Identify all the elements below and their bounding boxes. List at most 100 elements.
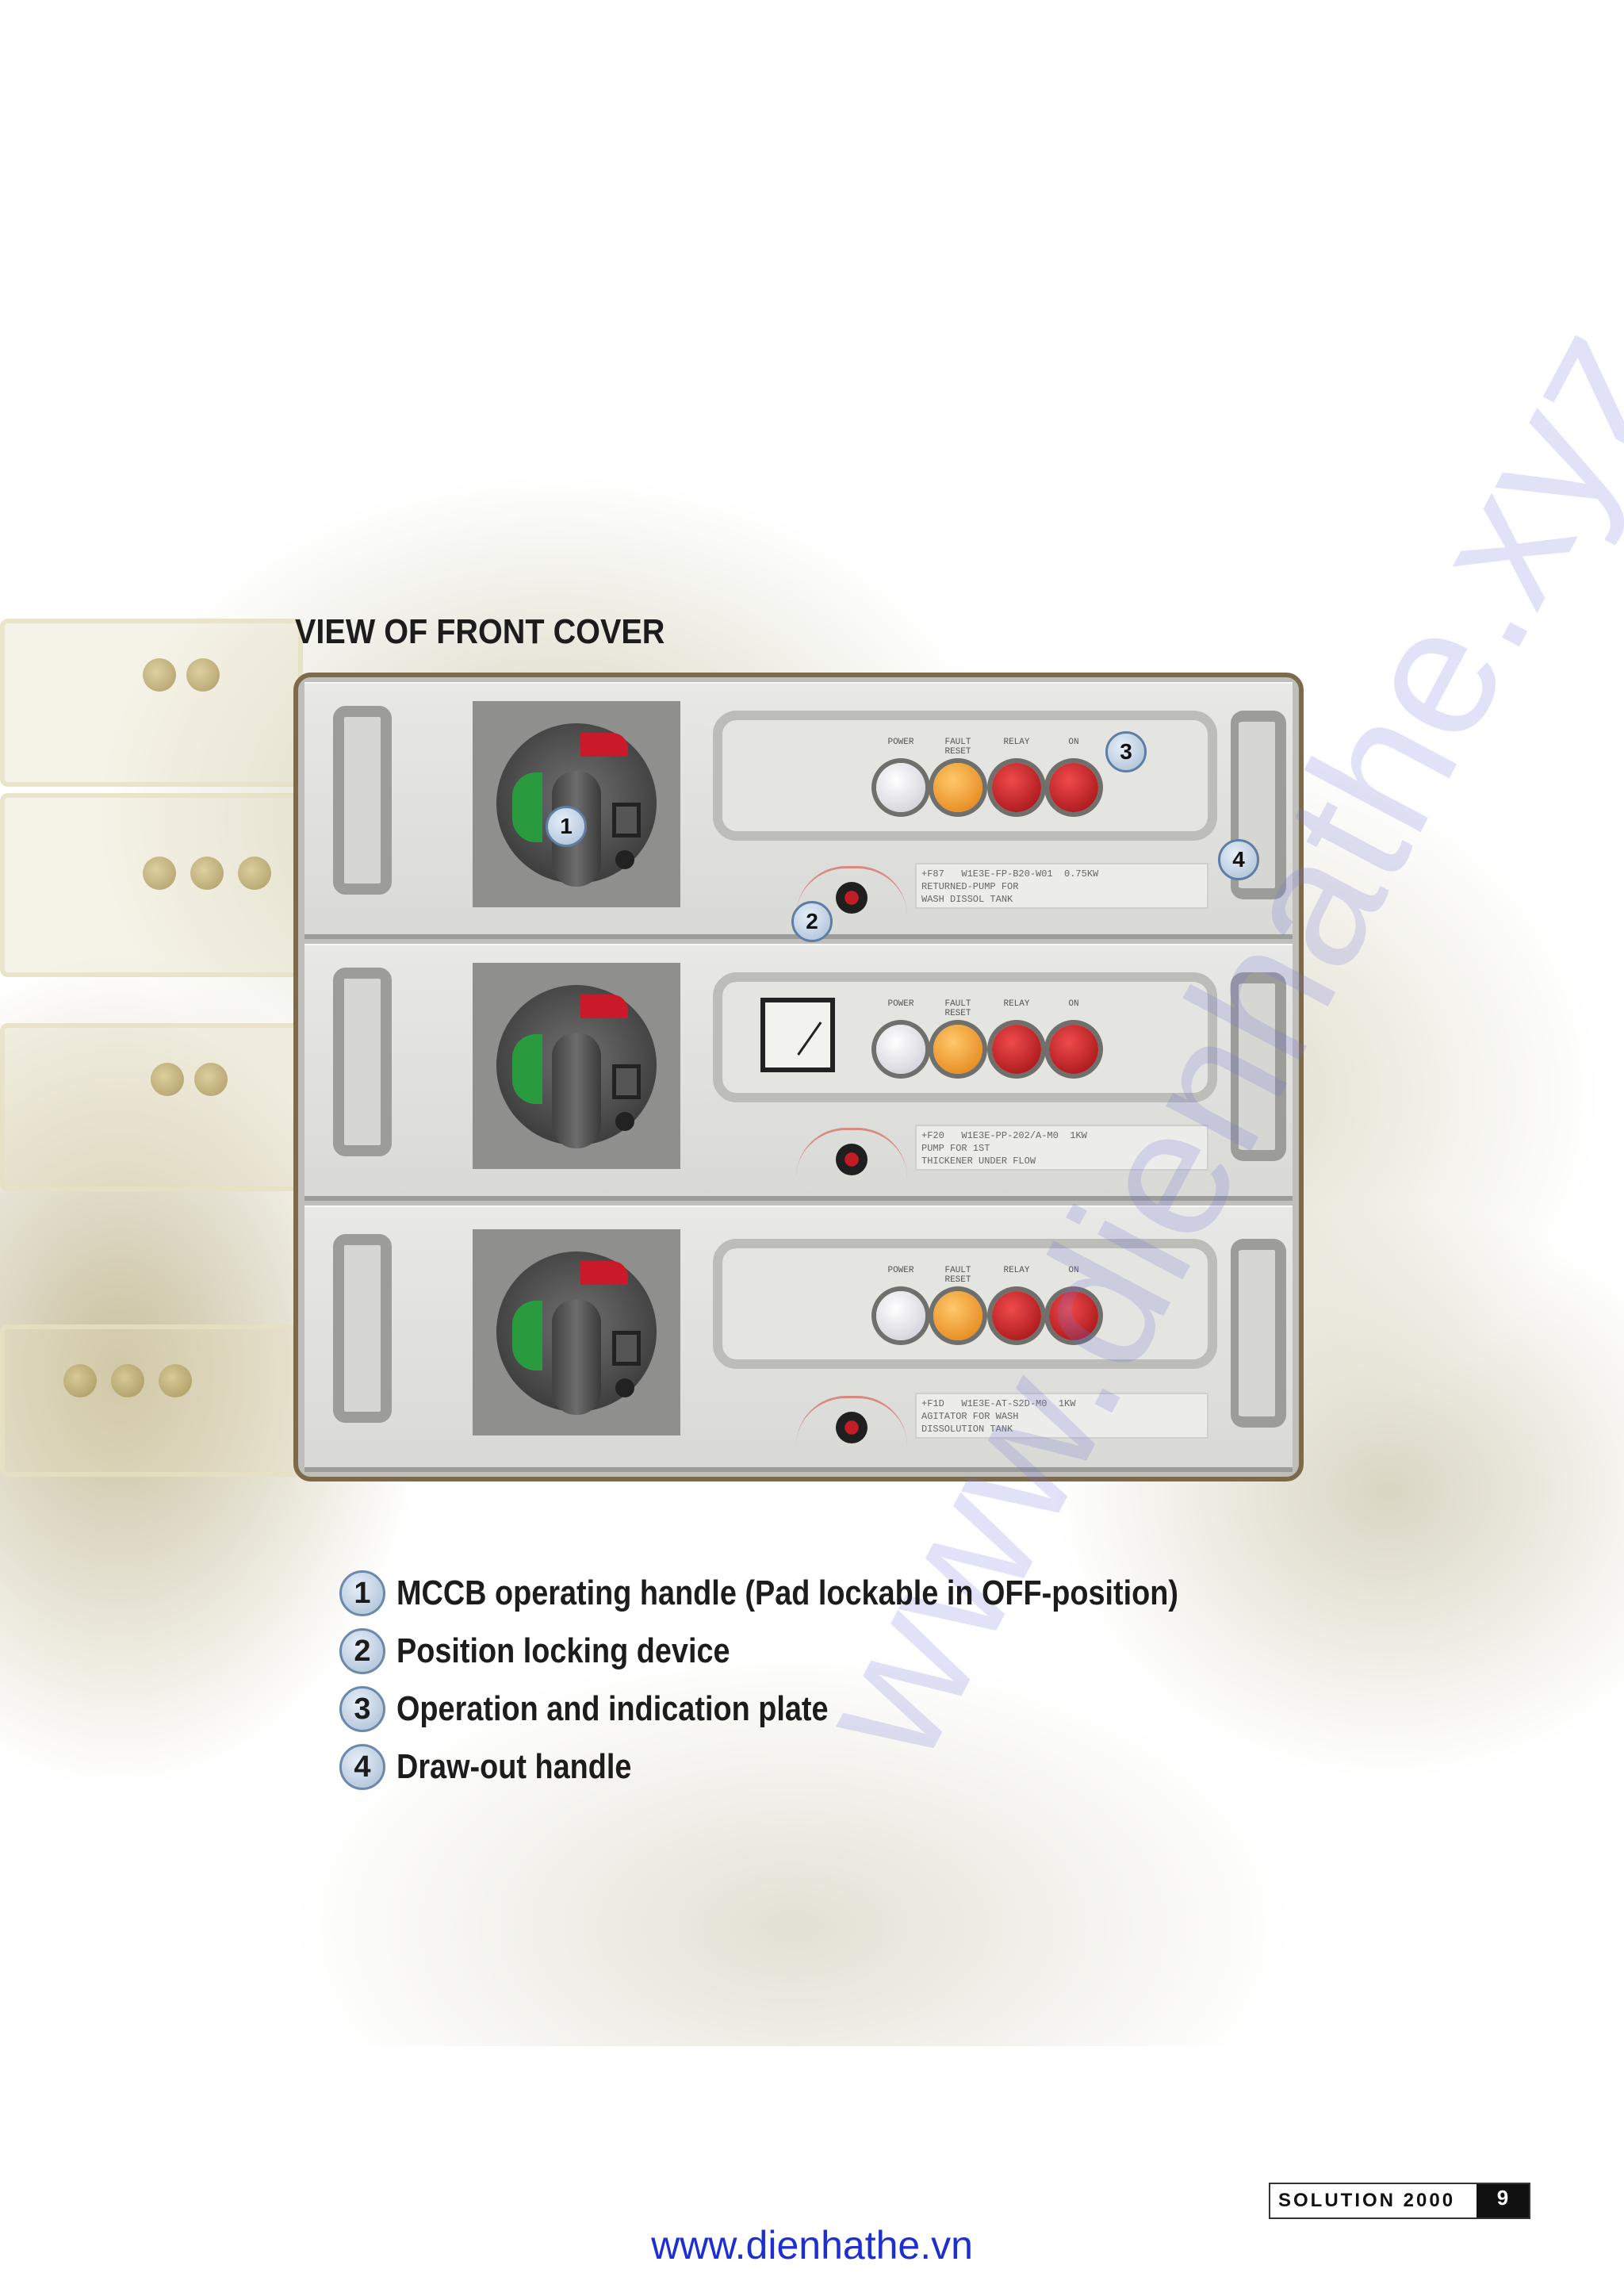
callout-1: 1 xyxy=(546,806,587,847)
relay-lamp xyxy=(992,1025,1041,1074)
padlock-slot xyxy=(612,1064,641,1099)
legend-number: 3 xyxy=(339,1686,385,1732)
callout-2: 2 xyxy=(791,901,833,942)
drawer-unit-3: POWER FAULT RESET RELAY ON +F1D W1E3E-AT… xyxy=(304,1205,1293,1472)
footer-label: SOLUTION 2000 xyxy=(1278,2190,1456,2211)
on-marker xyxy=(580,733,628,757)
nameplate: +F87 W1E3E-FP-B20-W01 0.75KW RETURNED-PU… xyxy=(915,863,1208,909)
legend-text: Operation and indication plate xyxy=(396,1689,829,1728)
lamp-label-fault-reset: FAULT RESET xyxy=(944,999,971,1018)
draw-out-handle-right[interactable] xyxy=(1231,972,1286,1161)
relay-lamp xyxy=(992,763,1041,812)
padlock-slot xyxy=(612,1331,641,1366)
lock-position-arc xyxy=(796,1396,907,1446)
legend-text: Position locking device xyxy=(396,1631,730,1670)
lamp-label-power: POWER xyxy=(887,999,914,1009)
power-lamp xyxy=(876,763,925,812)
background-knob xyxy=(238,857,271,890)
background-knob xyxy=(111,1364,144,1397)
legend-number: 4 xyxy=(339,1744,385,1790)
background-knob xyxy=(194,1063,228,1096)
position-locking-device[interactable] xyxy=(836,882,868,914)
callout-4: 4 xyxy=(1218,839,1259,880)
legend-item: 3 Operation and indication plate xyxy=(339,1686,898,1732)
legend-item: 2 Position locking device xyxy=(339,1628,784,1674)
mccb-operating-handle[interactable] xyxy=(473,1229,680,1435)
lamp-label-relay: RELAY xyxy=(1003,999,1030,1009)
fault-reset-button[interactable] xyxy=(933,763,982,812)
background-knob xyxy=(186,658,220,692)
legend-item: 1 MCCB operating handle (Pad lockable in … xyxy=(339,1570,1305,1616)
draw-out-handle-left[interactable] xyxy=(333,968,392,1156)
power-lamp xyxy=(876,1025,925,1074)
on-lamp xyxy=(1049,763,1098,812)
background-switchgear-panel xyxy=(0,1324,303,1477)
page-number: 9 xyxy=(1477,2184,1529,2217)
operation-indication-plate: POWER FAULT RESET RELAY ON xyxy=(713,711,1217,841)
background-switchgear-panel xyxy=(0,1023,303,1191)
position-locking-device[interactable] xyxy=(836,1412,868,1443)
mccb-dial xyxy=(496,723,657,887)
background-knob xyxy=(63,1364,97,1397)
position-locking-device[interactable] xyxy=(836,1144,868,1175)
power-lamp xyxy=(876,1291,925,1340)
mccb-dial xyxy=(496,985,657,1148)
draw-out-handle-left[interactable] xyxy=(333,706,392,895)
operation-indication-plate: POWER FAULT RESET RELAY ON xyxy=(713,1239,1217,1369)
fault-reset-button[interactable] xyxy=(933,1025,982,1074)
mccb-operating-handle[interactable] xyxy=(473,701,680,907)
legend-number: 2 xyxy=(339,1628,385,1674)
background-knob xyxy=(159,1364,192,1397)
lock-position-arc xyxy=(796,1128,907,1178)
site-link[interactable]: www.dienhathe.vn xyxy=(651,2223,973,2267)
operation-indication-plate: POWER FAULT RESET RELAY ON xyxy=(713,972,1217,1102)
background-switchgear-panel xyxy=(0,619,303,787)
lock-position-arc xyxy=(796,866,907,916)
ammeter xyxy=(760,998,835,1072)
on-marker xyxy=(580,995,628,1018)
off-marker xyxy=(512,772,542,842)
off-marker xyxy=(512,1301,542,1370)
legend-number: 1 xyxy=(339,1570,385,1616)
mccb-lever xyxy=(552,1299,601,1415)
background-knob xyxy=(143,857,176,890)
padlock-lug xyxy=(615,850,634,869)
background-knob xyxy=(190,857,224,890)
lamp-label-on: ON xyxy=(1068,1266,1079,1275)
on-lamp xyxy=(1049,1025,1098,1074)
front-cover-panel: POWER FAULT RESET RELAY ON +F87 W1E3E-FP… xyxy=(293,673,1304,1481)
lamp-label-on: ON xyxy=(1068,738,1079,747)
lamp-label-power: POWER xyxy=(887,738,914,747)
callout-3: 3 xyxy=(1105,731,1147,772)
on-marker xyxy=(580,1261,628,1285)
lamp-label-relay: RELAY xyxy=(1003,1266,1030,1275)
draw-out-handle-right[interactable] xyxy=(1231,711,1286,899)
relay-lamp xyxy=(992,1291,1041,1340)
meter-needle xyxy=(797,1022,822,1056)
mccb-lever xyxy=(552,1033,601,1148)
lamp-label-on: ON xyxy=(1068,999,1079,1009)
draw-out-handle-left[interactable] xyxy=(333,1234,392,1423)
padlock-lug xyxy=(615,1112,634,1131)
legend-text: Draw-out handle xyxy=(396,1747,632,1786)
draw-out-handle-right[interactable] xyxy=(1231,1239,1286,1428)
mccb-operating-handle[interactable] xyxy=(473,963,680,1169)
page-footer: SOLUTION 2000 9 xyxy=(1269,2183,1530,2219)
legend-text: MCCB operating handle (Pad lockable in O… xyxy=(396,1573,1178,1612)
fault-reset-button[interactable] xyxy=(933,1291,982,1340)
padlock-lug xyxy=(615,1378,634,1397)
nameplate: +F20 W1E3E-PP-202/A-M0 1KW PUMP FOR 1ST … xyxy=(915,1125,1208,1171)
lamp-label-fault-reset: FAULT RESET xyxy=(944,738,971,757)
background-knob xyxy=(143,658,176,692)
legend-item: 4 Draw-out handle xyxy=(339,1744,670,1790)
section-title: VIEW OF FRONT COVER xyxy=(295,612,665,651)
off-marker xyxy=(512,1034,542,1104)
lamp-label-fault-reset: FAULT RESET xyxy=(944,1266,971,1285)
lamp-label-power: POWER xyxy=(887,1266,914,1275)
lamp-label-relay: RELAY xyxy=(1003,738,1030,747)
nameplate: +F1D W1E3E-AT-S2D-M0 1KW AGITATOR FOR WA… xyxy=(915,1393,1208,1439)
drawer-unit-2: POWER FAULT RESET RELAY ON +F20 W1E3E-PP… xyxy=(304,944,1293,1201)
drawer-unit-1: POWER FAULT RESET RELAY ON +F87 W1E3E-FP… xyxy=(304,682,1293,939)
padlock-slot xyxy=(612,803,641,838)
mccb-dial xyxy=(496,1251,657,1415)
